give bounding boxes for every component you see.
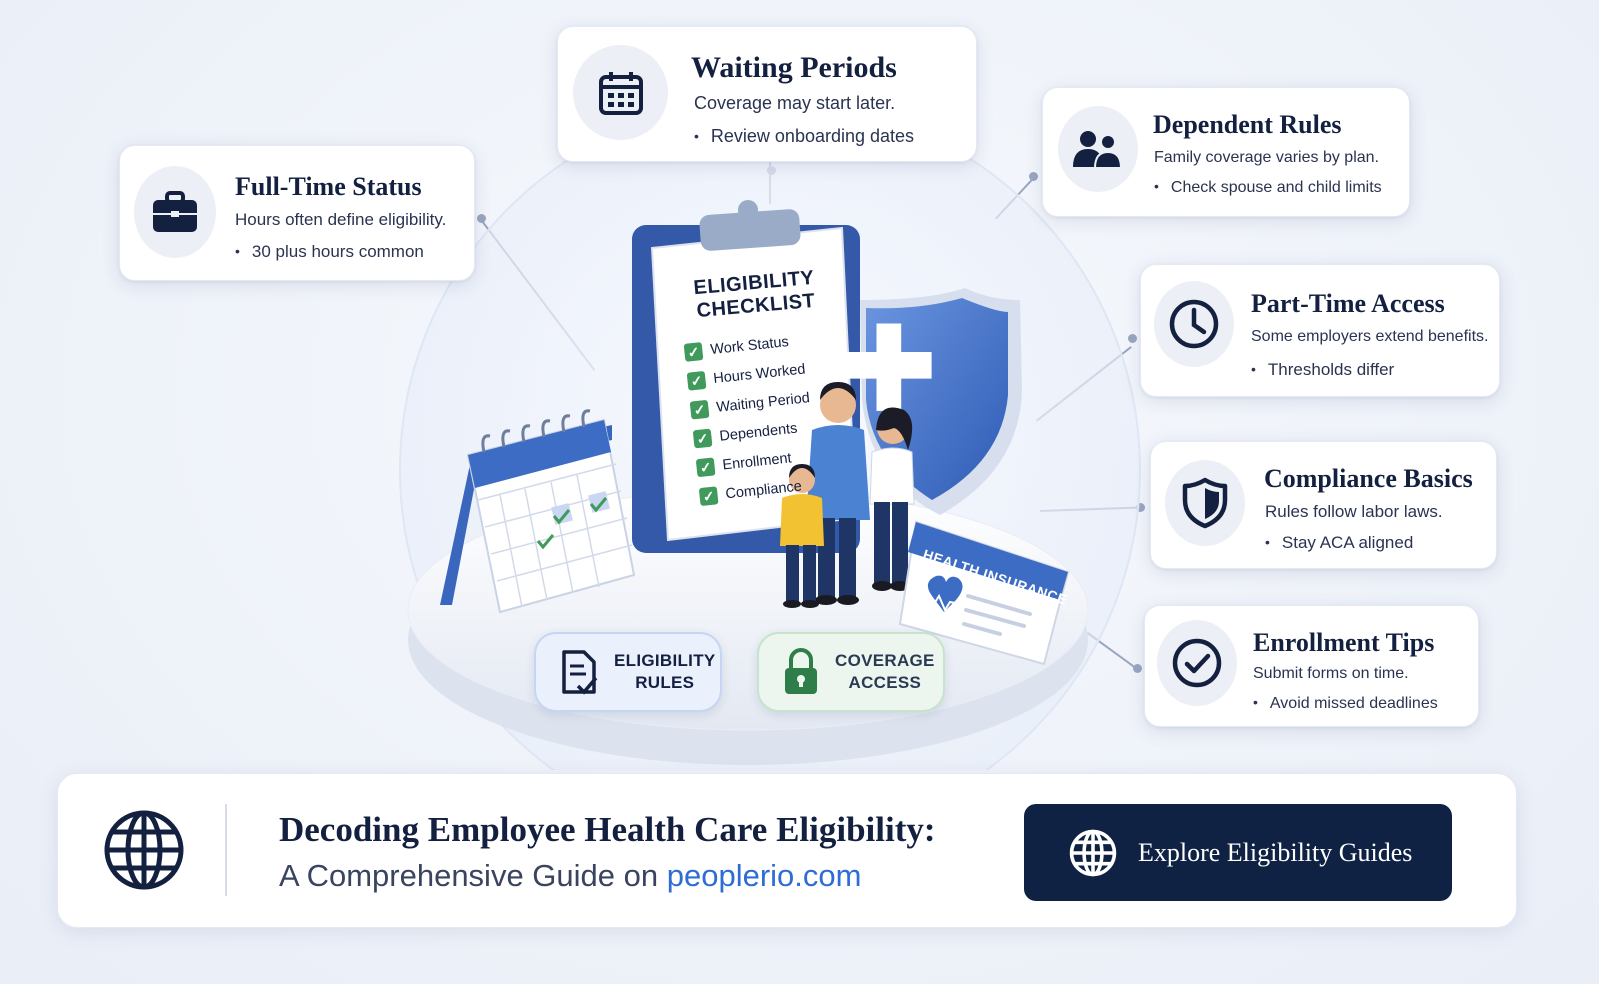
eligibility-rules-pill: ELIGIBILITY RULES bbox=[534, 632, 722, 712]
globe-icon bbox=[1069, 829, 1117, 876]
checklist-items: ✓Work Status✓Hours Worked✓Waiting Period… bbox=[683, 325, 820, 511]
card-dependent-bullet: Check spouse and child limits bbox=[1154, 179, 1382, 197]
footer-title: Decoding Employee Health Care Eligibilit… bbox=[279, 810, 936, 849]
shield-icon bbox=[1165, 460, 1245, 546]
footer-subtitle-prefix: A Comprehensive Guide on bbox=[279, 858, 667, 893]
lock-icon bbox=[785, 648, 817, 694]
calendar-icon bbox=[573, 45, 668, 140]
card-waiting-bullet: Review onboarding dates bbox=[694, 126, 914, 147]
coverage-access-line2: ACCESS bbox=[848, 673, 922, 692]
card-fulltime-bullet: 30 plus hours common bbox=[235, 242, 424, 262]
card-waiting-desc: Coverage may start later. bbox=[694, 93, 896, 113]
eligibility-rules-line2: RULES bbox=[635, 673, 695, 692]
card-compliance-desc: Rules follow labor laws. bbox=[1265, 502, 1443, 521]
card-compliance-title: Compliance Basics bbox=[1264, 464, 1473, 493]
card-dependent-desc: Family coverage varies by plan. bbox=[1154, 149, 1379, 166]
card-waiting-title: Waiting Periods bbox=[691, 51, 897, 84]
checkbox-checked-icon: ✓ bbox=[695, 456, 716, 477]
checkbox-checked-icon: ✓ bbox=[692, 428, 713, 448]
connector-dot-fulltime bbox=[477, 214, 486, 223]
card-full-time-status: Full-Time Status Hours often define elig… bbox=[119, 145, 475, 281]
card-dependent-title: Dependent Rules bbox=[1153, 110, 1342, 139]
card-waiting-periods: Waiting Periods Coverage may start later… bbox=[557, 26, 977, 162]
briefcase-icon bbox=[134, 166, 216, 258]
coverage-access-pill: COVERAGE ACCESS bbox=[757, 632, 945, 712]
checklist-item-label: Waiting Period bbox=[715, 389, 811, 416]
family-icon bbox=[1058, 106, 1138, 192]
card-enrollment-tips: Enrollment Tips Submit forms on time. Av… bbox=[1144, 605, 1479, 727]
footer-divider bbox=[225, 804, 227, 896]
checkbox-checked-icon: ✓ bbox=[689, 399, 710, 420]
card-parttime-bullet: Thresholds differ bbox=[1251, 360, 1394, 380]
clock-icon bbox=[1154, 281, 1234, 367]
checklist-item-label: Dependents bbox=[718, 420, 799, 445]
insurance-card bbox=[898, 520, 1070, 666]
card-dependent-rules: Dependent Rules Family coverage varies b… bbox=[1042, 87, 1410, 217]
card-enrollment-title: Enrollment Tips bbox=[1253, 628, 1435, 657]
footer-banner: Decoding Employee Health Care Eligibilit… bbox=[57, 773, 1517, 928]
check-circle-icon bbox=[1157, 620, 1237, 706]
card-part-time-access: Part-Time Access Some employers extend b… bbox=[1140, 264, 1500, 397]
card-enrollment-bullet: Avoid missed deadlines bbox=[1253, 695, 1438, 713]
card-parttime-desc: Some employers extend benefits. bbox=[1251, 328, 1489, 345]
card-fulltime-title: Full-Time Status bbox=[235, 172, 422, 201]
checklist-item-label: Compliance bbox=[724, 477, 803, 502]
family-figures bbox=[780, 382, 915, 608]
checklist-item-label: Enrollment bbox=[721, 449, 793, 474]
explore-guides-label: Explore Eligibility Guides bbox=[1138, 837, 1413, 867]
card-fulltime-desc: Hours often define eligibility. bbox=[235, 210, 447, 229]
connector-dot-parttime bbox=[1128, 334, 1137, 343]
footer-subtitle: A Comprehensive Guide on peoplerio.com bbox=[279, 858, 861, 894]
checklist-item-label: Work Status bbox=[709, 333, 790, 358]
explore-guides-button[interactable]: Explore Eligibility Guides bbox=[1024, 804, 1452, 901]
checkbox-checked-icon: ✓ bbox=[698, 485, 719, 506]
coverage-access-line1: COVERAGE bbox=[835, 651, 935, 670]
desk-calendar bbox=[440, 409, 636, 614]
connector-dot-compliance bbox=[1136, 503, 1145, 512]
connector-dot-enrollment bbox=[1133, 664, 1142, 673]
document-check-icon bbox=[562, 650, 598, 695]
checkbox-checked-icon: ✓ bbox=[686, 370, 707, 391]
globe-icon bbox=[104, 810, 184, 890]
checkbox-checked-icon: ✓ bbox=[683, 341, 704, 362]
eligibility-rules-line1: ELIGIBILITY bbox=[614, 651, 716, 670]
card-enrollment-desc: Submit forms on time. bbox=[1253, 665, 1409, 682]
connector-dot-dependent bbox=[1029, 172, 1038, 181]
checklist-item-label: Hours Worked bbox=[712, 360, 807, 387]
card-parttime-title: Part-Time Access bbox=[1251, 289, 1445, 318]
footer-brand-link[interactable]: peoplerio.com bbox=[666, 858, 862, 893]
card-compliance-basics: Compliance Basics Rules follow labor law… bbox=[1150, 441, 1497, 569]
card-compliance-bullet: Stay ACA aligned bbox=[1265, 533, 1413, 553]
